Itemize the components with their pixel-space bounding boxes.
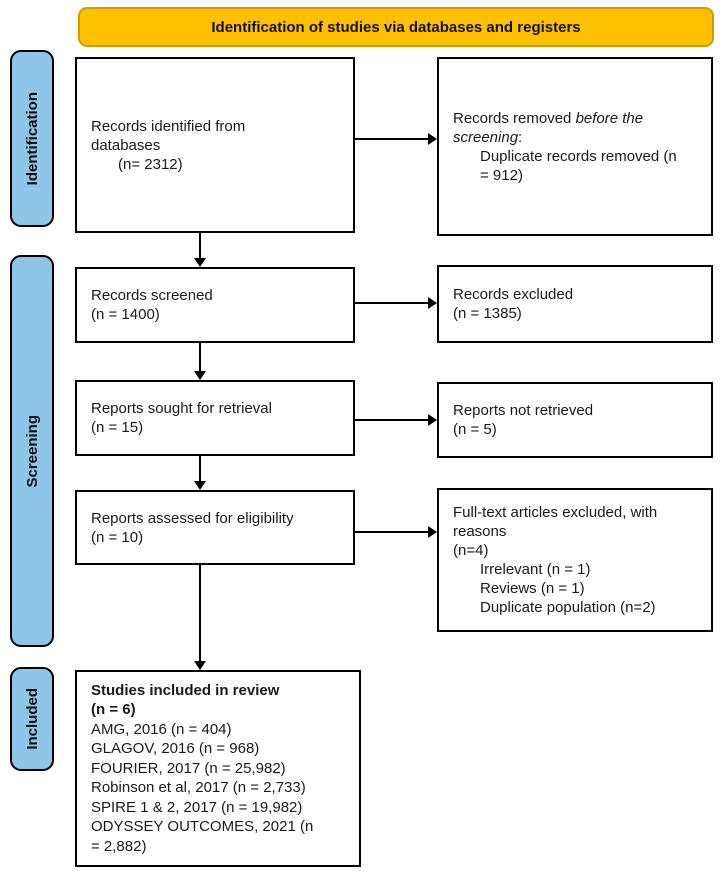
line-count: (n = 15) bbox=[91, 419, 144, 436]
arrow-right-1-line bbox=[355, 138, 428, 140]
line-study: Robinson et al, 2017 (n = 2,733) bbox=[91, 779, 306, 797]
line-text: : bbox=[518, 128, 523, 146]
arrow-down-4-line bbox=[199, 565, 201, 661]
stage-screening-text: Screening bbox=[23, 414, 41, 488]
stage-label-screening: Screening bbox=[10, 255, 54, 647]
line-title-count: (n = 6) bbox=[91, 701, 136, 719]
box-records-identified: Records identified from databases (n= 23… bbox=[75, 57, 355, 233]
line-reason: Duplicate population (n=2) bbox=[480, 599, 656, 616]
header-title: Identification of studies via databases … bbox=[211, 18, 581, 36]
arrow-right-3-line bbox=[355, 419, 428, 421]
box-records-screened: Records screened (n = 1400) bbox=[75, 267, 355, 343]
stage-label-identification: Identification bbox=[10, 50, 54, 227]
line-study: SPIRE 1 & 2, 2017 (n = 19,982) bbox=[91, 798, 303, 816]
line-study: GLAGOV, 2016 (n = 968) bbox=[91, 740, 260, 758]
line-text-italic: before the bbox=[575, 109, 644, 127]
line: Reports not retrieved bbox=[453, 402, 594, 419]
line-count: (n = 10) bbox=[91, 528, 144, 546]
line-reason: Irrelevant (n = 1) bbox=[480, 561, 591, 578]
line-count: (n = 5) bbox=[453, 421, 497, 438]
line: Full-text articles excluded, with bbox=[453, 504, 658, 521]
line-count: (n = 1385) bbox=[453, 305, 522, 322]
arrow-down-2-head bbox=[194, 371, 206, 380]
line-detail: Duplicate records removed (n bbox=[480, 147, 677, 165]
arrow-down-3-line bbox=[199, 456, 201, 481]
arrow-right-1-head bbox=[428, 133, 437, 145]
arrow-right-2-head bbox=[428, 297, 437, 309]
arrow-down-4-head bbox=[194, 661, 206, 670]
arrow-right-4-head bbox=[428, 526, 437, 538]
arrow-down-1-line bbox=[199, 233, 201, 258]
arrow-right-2-line bbox=[355, 302, 428, 304]
line: Records screened bbox=[91, 287, 213, 304]
line: reasons bbox=[453, 523, 507, 540]
line-title: Studies included in review bbox=[91, 681, 280, 699]
line: Records excluded bbox=[453, 286, 574, 303]
line-reason: Reviews (n = 1) bbox=[480, 580, 585, 597]
arrow-down-2-line bbox=[199, 343, 201, 371]
arrow-down-3-head bbox=[194, 481, 206, 490]
stage-identification-text: Identification bbox=[23, 91, 41, 186]
box-reports-not-retrieved: Reports not retrieved (n = 5) bbox=[437, 382, 713, 458]
box-reports-sought: Reports sought for retrieval (n = 15) bbox=[75, 380, 355, 456]
box-records-removed: Records removed before the screening: Du… bbox=[437, 57, 713, 236]
line-count: (n=4) bbox=[453, 542, 489, 559]
arrow-down-1-head bbox=[194, 258, 206, 267]
line-detail: = 912) bbox=[480, 166, 523, 184]
line-text: Records removed bbox=[453, 109, 576, 127]
line-count: (n = 1400) bbox=[91, 306, 160, 323]
line-study: FOURIER, 2017 (n = 25,982) bbox=[91, 759, 286, 777]
line: databases bbox=[91, 136, 161, 154]
header-banner: Identification of studies via databases … bbox=[78, 7, 714, 47]
stage-label-included: Included bbox=[10, 667, 54, 771]
box-studies-included: Studies included in review (n = 6) AMG, … bbox=[75, 670, 361, 867]
line-count: (n= 2312) bbox=[118, 155, 183, 173]
line: Records identified from bbox=[91, 117, 246, 135]
line: screening: bbox=[453, 128, 705, 147]
line: Records removed before the bbox=[453, 109, 705, 128]
line-study: ODYSSEY OUTCOMES, 2021 (n bbox=[91, 818, 314, 836]
line: Reports assessed for eligibility bbox=[91, 509, 294, 527]
line: Reports sought for retrieval bbox=[91, 400, 272, 417]
stage-included-text: Included bbox=[23, 688, 41, 750]
line-text-italic: screening bbox=[453, 128, 519, 146]
line-study: = 2,882) bbox=[91, 837, 147, 855]
box-records-excluded: Records excluded (n = 1385) bbox=[437, 265, 713, 343]
arrow-right-4-line bbox=[355, 531, 428, 533]
line-study: AMG, 2016 (n = 404) bbox=[91, 720, 232, 738]
box-reports-assessed: Reports assessed for eligibility (n = 10… bbox=[75, 490, 355, 565]
box-fulltext-excluded: Full-text articles excluded, with reason… bbox=[437, 488, 713, 632]
arrow-right-3-head bbox=[428, 414, 437, 426]
